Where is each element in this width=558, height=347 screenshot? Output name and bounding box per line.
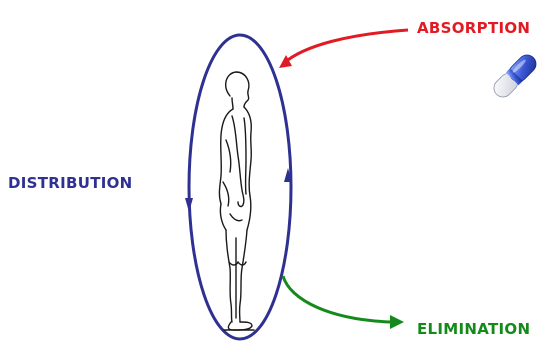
capsule-icon <box>490 51 539 100</box>
circulation-loop <box>189 35 291 339</box>
elimination-arrow <box>283 276 392 322</box>
distribution-label: DISTRIBUTION <box>8 176 133 191</box>
elimination-arrowhead-icon <box>390 315 404 329</box>
elimination-label: ELIMINATION <box>417 322 530 337</box>
human-body-figure <box>219 72 254 330</box>
absorption-label: ABSORPTION <box>417 21 530 36</box>
down-arrow-icon <box>185 198 193 212</box>
absorption-arrow <box>284 30 408 63</box>
